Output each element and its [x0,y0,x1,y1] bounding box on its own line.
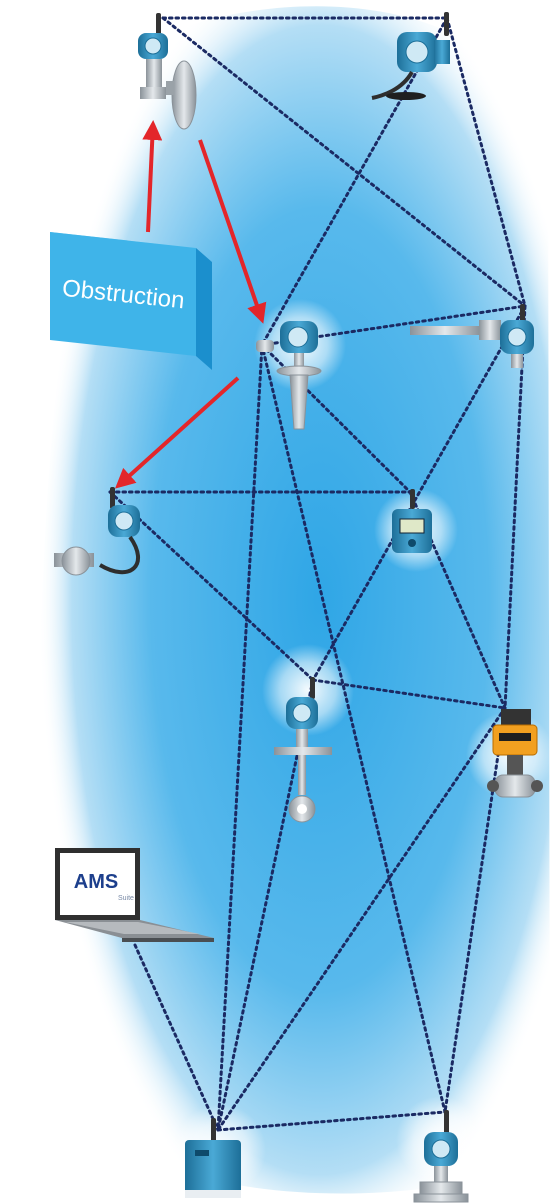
coverage-cloud [38,6,550,1193]
laptop-subtitle-text: Suite [118,895,134,902]
laptop-brand-text: AMS [74,871,118,893]
